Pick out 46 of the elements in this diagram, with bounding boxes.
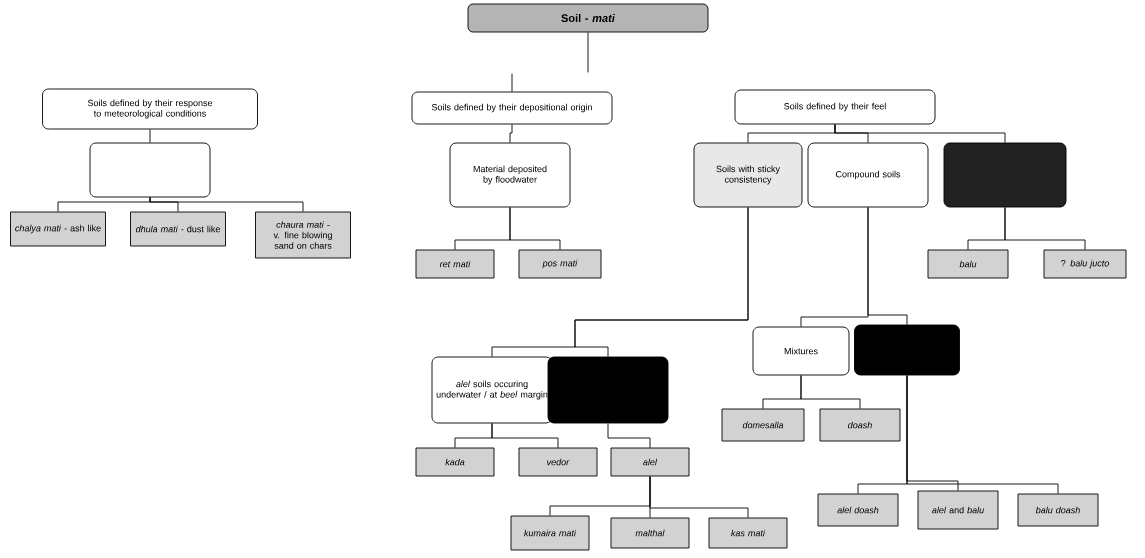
category-box: Soils defined by their depositional origin: [411, 91, 613, 125]
term-box: chaura mati - v. fine blowing sand on chars: [255, 211, 351, 259]
connector-line: [800, 375, 861, 409]
blank-box: [547, 356, 669, 424]
connector-line: [509, 124, 513, 143]
term-box: ret mati: [415, 249, 495, 279]
term-box: balu: [927, 249, 1009, 279]
title-box: Soil - mati: [467, 3, 709, 33]
blank-box: [89, 142, 211, 198]
category-box: Compound soils: [807, 142, 929, 208]
connector-line: [607, 423, 651, 448]
category-box: Soils defined by their response to meteorological conditions: [42, 88, 258, 130]
term-box: domesalla: [721, 408, 805, 442]
connector-line: [509, 207, 561, 250]
connector-line: [511, 73, 513, 92]
category-box: Mixtures: [752, 326, 850, 376]
term-box: dhula mati - dust like: [130, 211, 226, 247]
term-box: alel: [610, 447, 690, 477]
term-box: vedor: [518, 447, 598, 477]
term-box: kumaira mati: [510, 515, 590, 551]
connector-line: [906, 375, 1059, 494]
term-box: alel doash: [817, 493, 899, 527]
term-box: doash: [819, 408, 901, 442]
connector-line: [491, 423, 559, 448]
term-box: kas mati: [708, 517, 788, 549]
term-box: pos mati: [518, 249, 602, 279]
term-box: kada: [415, 447, 495, 477]
category-box: Soils defined by their feel: [734, 89, 936, 125]
term-box: malthal: [610, 517, 690, 549]
category-box: Material deposited by floodwater: [449, 142, 571, 208]
category-box: Soils with sticky consistency: [693, 142, 803, 208]
category-box: alel soils occuring underwater / at beel margin: [431, 356, 553, 424]
connector-line: [867, 207, 908, 325]
blank-box: [854, 324, 960, 376]
connector-line: [649, 476, 749, 518]
connector-line: [574, 207, 749, 357]
term-box: ? balu jucto: [1043, 249, 1127, 279]
connector-line: [834, 124, 1006, 143]
blank-box: [943, 142, 1067, 208]
term-box: chalya mati - ash like: [10, 211, 106, 247]
connector-line: [149, 197, 304, 212]
connector-line: [587, 32, 589, 73]
term-box: balu doash: [1017, 493, 1099, 527]
term-box: alel and balu: [917, 490, 999, 530]
connector-line: [1004, 207, 1086, 250]
connector-line: [149, 129, 151, 143]
